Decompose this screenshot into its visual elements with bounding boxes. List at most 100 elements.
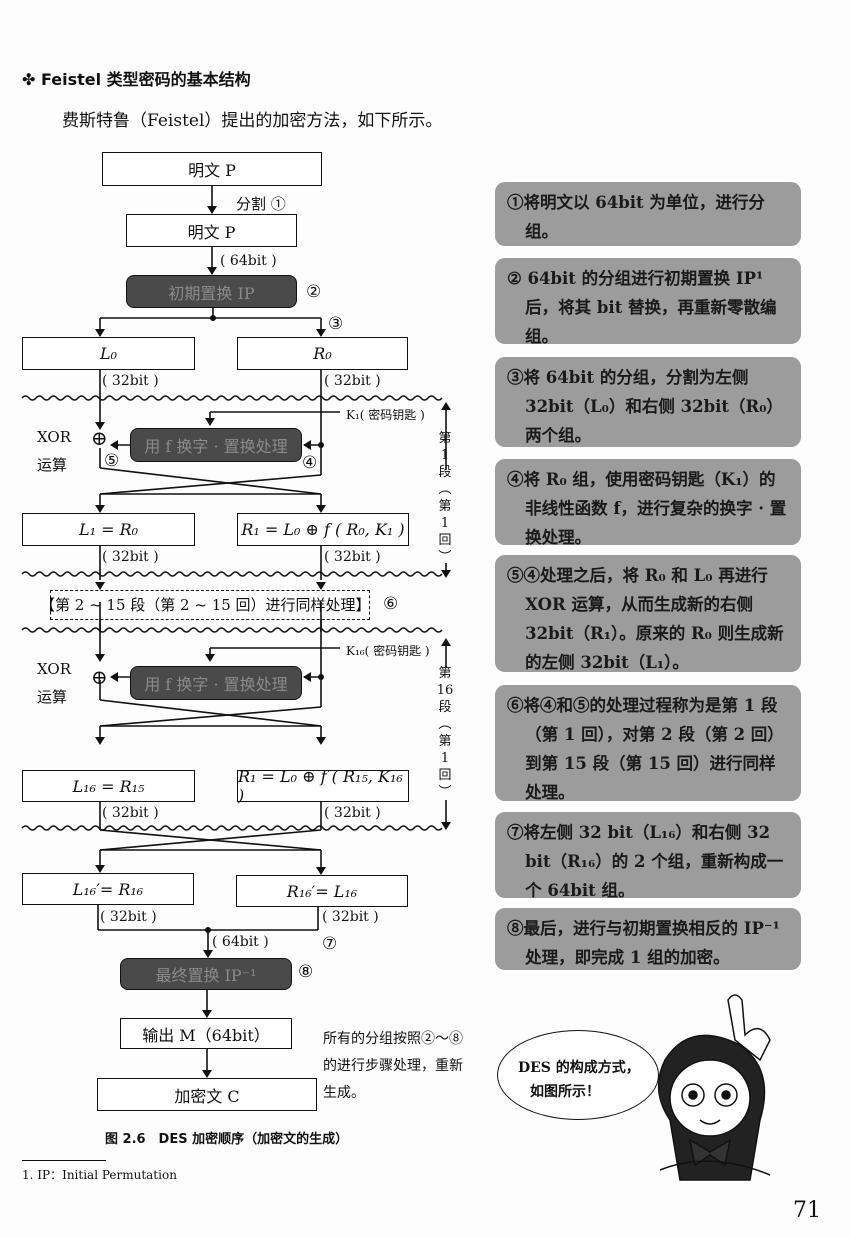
k1-label: K₁( 密码钥匙 ) [346, 408, 425, 422]
round-char: 第 [438, 499, 452, 514]
arrow-head [110, 440, 118, 450]
connector-line [99, 474, 322, 495]
L16-box: L₁₆ = R₁₅ [22, 770, 195, 802]
speech-bubble-text: DES 的构成方式， 如图所示！ [518, 1056, 640, 1104]
f-function-box-16: 用 f 换字 · 置换处理 [130, 666, 302, 700]
arrow-head [110, 672, 118, 682]
arrow-head [205, 654, 215, 662]
L0-box: L₀ [22, 337, 195, 370]
arrow-head [316, 737, 326, 745]
arrow-head [95, 422, 105, 430]
arrow-head [203, 950, 213, 958]
bits32-label: ( 32bit ) [324, 805, 381, 821]
step-3-marker: ③ [328, 314, 344, 334]
rounds-2-15-label: 【第 2 ~ 15 段（第 2 ~ 15 回）进行同样处理】 [40, 596, 371, 614]
round-char: 段 [438, 465, 452, 480]
arrow-head [95, 505, 105, 513]
junction-dot [318, 674, 324, 680]
step-7-marker: ⑦ [322, 934, 338, 954]
arrow-head [202, 1010, 212, 1018]
round-char: 第 [438, 734, 452, 749]
note-8: ⑧最后，进行与初期置换相反的 IP⁻¹ 处理，即完成 1 组的加密。 [495, 908, 801, 970]
f-function-box: 用 f 换字 · 置换处理 [130, 428, 302, 462]
round-char: 1 [440, 448, 450, 463]
round-char: ︵ [438, 482, 452, 497]
bits32-label: ( 32bit ) [324, 373, 381, 389]
arrow-head [316, 867, 326, 875]
bits32-label: ( 32bit ) [324, 549, 381, 565]
arrow-head [441, 638, 451, 646]
round-char: 1 [440, 751, 450, 766]
arrow-head [441, 402, 451, 410]
wavy-divider [21, 627, 443, 633]
round-char: 1 [440, 516, 450, 531]
xor-label: XOR [37, 428, 72, 446]
arrow-head [303, 440, 311, 450]
step-2-marker: ② [306, 282, 322, 302]
R1-box: R₁ = L₀ ⊕ f ( R₀, K₁ ) [237, 513, 409, 546]
arrow-head [95, 329, 105, 337]
L16-prime-box: L₁₆′= R₁₆ [22, 873, 194, 905]
step-8-marker: ⑧ [298, 962, 314, 982]
xor-symbol: ⊕ [91, 426, 108, 450]
xor-op-label: 运算 [37, 688, 68, 706]
xor-label: XOR [37, 660, 72, 678]
initial-permutation-box: 初期置换 IP [126, 275, 297, 308]
round-char: 第 [438, 431, 452, 446]
bits32-label: ( 32bit ) [322, 909, 379, 925]
step-6-marker: ⑥ [383, 594, 399, 614]
arrow-head [95, 737, 105, 745]
bits64-label: ( 64bit ) [212, 934, 269, 950]
note-4: ④将 R₀ 组，使用密码钥匙（K₁）的非线性函数 f，进行复杂的换字 · 置换处… [495, 459, 801, 547]
output-box: 输出 M（64bit） [120, 1018, 292, 1049]
arrow-head [316, 329, 326, 337]
page-number: 71 [793, 1198, 821, 1223]
figure-caption: 图 2.6 DES 加密顺序（加密文的生成） [105, 1132, 349, 1147]
arrow-head [207, 206, 217, 214]
side-note: 所有的分组按照②～⑧ 的进行步骤处理，重新 生成。 [323, 1026, 463, 1107]
arrow-head [95, 654, 105, 662]
arrow-head [95, 865, 105, 873]
clover-icon: ✤ [22, 70, 41, 89]
side-note-line: 的进行步骤处理，重新 [323, 1058, 463, 1074]
round-char: ︵ [438, 717, 452, 732]
connector-line [99, 699, 322, 727]
intro-text: 费斯特鲁（Feistel）提出的加密方法，如下所示。 [62, 111, 443, 131]
arrow-head [441, 570, 451, 578]
arrow-head [95, 582, 105, 590]
footnote-divider [22, 1160, 106, 1161]
k16-label: K₁₆( 密码钥匙 ) [346, 644, 430, 658]
bits32-label: ( 32bit ) [102, 805, 159, 821]
bits32-label: ( 32bit ) [100, 909, 157, 925]
connector-line [99, 706, 322, 727]
connector-line [99, 829, 322, 851]
note-3: ③将 64bit 的分组，分割为左侧 32bit（L₀）和右侧 32bit（R₀… [495, 357, 801, 447]
wavy-divider [21, 395, 443, 401]
L1-box: L₁ = R₀ [22, 513, 195, 546]
R16-box: R₁ = L₀ ⊕ f ( R₁₅, K₁₆ ) [237, 767, 409, 805]
round-char: ︶ [438, 550, 452, 565]
arrow-head [441, 822, 451, 830]
R16-prime-box: R₁₆′= L₁₆ [236, 875, 408, 907]
junction-dot [318, 442, 324, 448]
round-char: 第 [438, 666, 452, 681]
note-5: ⑤④处理之后，将 R₀ 和 L₀ 再进行 XOR 运算，从而生成新的右侧 32b… [495, 555, 801, 672]
wavy-divider [21, 825, 443, 831]
note-2: ② 64bit 的分组进行初期置换 IP¹ 后，将其 bit 替换，再重新零散编… [495, 258, 801, 346]
final-permutation-box: 最终置换 IP⁻¹ [120, 958, 292, 990]
round-char: 回 [438, 533, 452, 548]
section-title: ✤ Feistel 类型密码的基本结构 [22, 70, 251, 89]
round-char: 16 [436, 683, 454, 698]
round-char: 段 [438, 700, 452, 715]
round-char: 回 [438, 768, 452, 783]
side-note-line: 生成。 [323, 1085, 365, 1101]
split-label: 分割 ① [236, 195, 286, 213]
rounds-2-15-dashed-box [50, 590, 370, 620]
step-4-marker: ④ [302, 453, 318, 473]
xor-symbol: ⊕ [91, 665, 108, 689]
R0-box: R₀ [237, 337, 408, 370]
note-6: ⑥将④和⑤的处理过程称为是第 1 段（第 1 回），对第 2 段（第 2 回）到… [495, 685, 801, 802]
